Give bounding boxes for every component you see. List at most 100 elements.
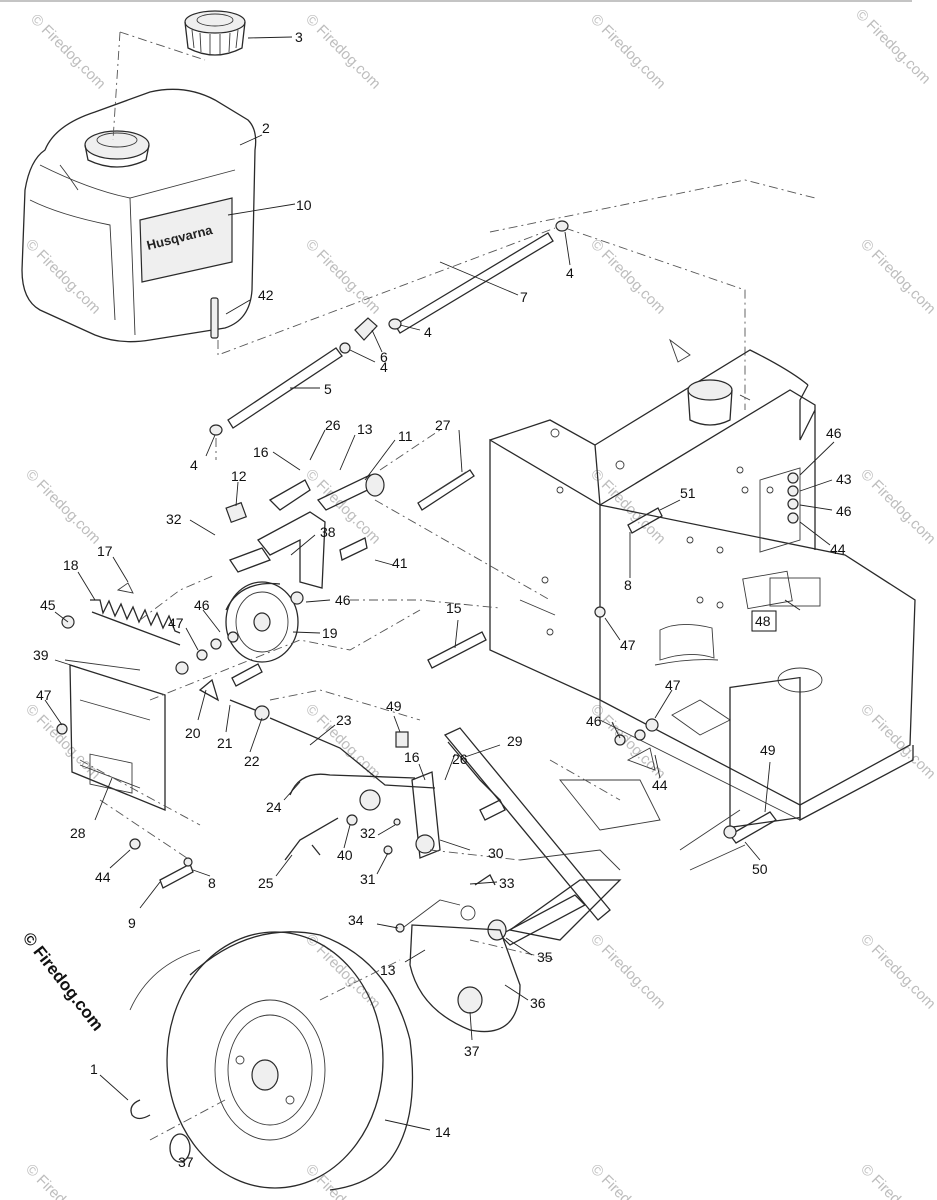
callout-37b: 37 <box>178 1154 194 1170</box>
fuel-lines <box>209 220 746 460</box>
callout-30: 30 <box>488 845 504 861</box>
callout-51: 51 <box>680 485 696 501</box>
callout-47a: 47 <box>168 615 184 631</box>
callout-17: 17 <box>97 543 113 559</box>
callout-43: 43 <box>836 471 852 487</box>
callout-5: 5 <box>324 381 332 397</box>
watermark-19: © Firedog.com <box>857 931 937 1013</box>
assembly-guides <box>139 429 621 961</box>
callout-39: 39 <box>33 647 49 663</box>
callout-19: 19 <box>322 625 338 641</box>
watermark-12: © Firedog.com <box>857 466 937 548</box>
callout-7: 7 <box>520 289 528 305</box>
callout-4d: 4 <box>190 457 198 473</box>
callout-11: 11 <box>398 428 413 444</box>
watermark-21: © Firedog.com <box>302 1161 384 1200</box>
callout-21: 21 <box>217 735 233 751</box>
callout-50: 50 <box>752 861 768 877</box>
callout-15: 15 <box>446 600 462 616</box>
watermark-group: © Firedog.com © Firedog.com © Firedog.co… <box>22 6 937 1200</box>
watermark-9: © Firedog.com <box>22 466 104 548</box>
callout-16b: 16 <box>404 749 420 765</box>
callout-48: 48 <box>755 613 771 629</box>
watermark-7: © Firedog.com <box>587 236 669 318</box>
callout-49a: 49 <box>386 698 402 714</box>
callout-26a: 26 <box>325 417 341 433</box>
callout-32b: 32 <box>360 825 376 841</box>
callout-48-box <box>751 610 777 632</box>
fuel-cap <box>184 10 246 56</box>
watermark-16: © Firedog.com <box>857 701 937 783</box>
callout-46d: 46 <box>826 425 842 441</box>
callout-44a: 44 <box>95 869 111 885</box>
callout-18: 18 <box>63 557 79 573</box>
callout-44b: 44 <box>652 777 668 793</box>
callout-10: 10 <box>296 197 312 213</box>
watermark-2: © Firedog.com <box>302 11 384 93</box>
callout-6: 6 <box>380 349 388 365</box>
watermark-17: © Firedog.com <box>302 931 384 1013</box>
callout-46c: 46 <box>586 713 602 729</box>
right-hardware <box>594 472 799 844</box>
watermark-3: © Firedog.com <box>587 11 669 93</box>
callout-28: 28 <box>70 825 86 841</box>
callout-1: 1 <box>90 1061 98 1077</box>
callout-14: 14 <box>435 1124 451 1140</box>
callout-2: 2 <box>262 120 270 136</box>
callout-4c: 4 <box>380 359 388 375</box>
callout-36: 36 <box>530 995 546 1011</box>
brand-text: © Firedog.com <box>19 929 107 1035</box>
callout-9: 9 <box>128 915 136 931</box>
chassis-frame <box>489 179 916 871</box>
idler-assembly <box>196 473 385 721</box>
callout-13b: 13 <box>380 962 396 978</box>
motion-bracket <box>411 727 661 946</box>
callout-32a: 32 <box>166 511 182 527</box>
fuel-tank: Husqvarna <box>21 88 257 343</box>
callout-42: 42 <box>258 287 274 303</box>
watermark-23: © Firedog.com <box>857 1161 937 1200</box>
callout-4a: 4 <box>566 265 574 281</box>
callout-8a: 8 <box>208 875 216 891</box>
callout-23: 23 <box>336 712 352 728</box>
watermark-6: © Firedog.com <box>302 236 384 318</box>
callout-33: 33 <box>499 875 515 891</box>
wheel <box>129 931 414 1191</box>
leader-lines <box>44 36 835 1163</box>
watermark-1: © Firedog.com <box>27 11 109 93</box>
callout-45: 45 <box>40 597 56 613</box>
callout-8b: 8 <box>624 577 632 593</box>
side-plate <box>56 659 201 861</box>
brake-disc <box>395 899 521 1033</box>
callout-24: 24 <box>266 799 282 815</box>
watermark-22: © Firedog.com <box>587 1161 669 1200</box>
callout-49b: 49 <box>760 742 776 758</box>
watermark-20: © Firedog.com <box>22 1161 104 1200</box>
callout-12: 12 <box>231 468 247 484</box>
watermark-8: © Firedog.com <box>857 236 937 318</box>
callout-22: 22 <box>244 753 260 769</box>
cap-guide <box>112 31 206 141</box>
callout-16a: 16 <box>253 444 269 460</box>
watermark-4: © Firedog.com <box>852 6 934 88</box>
callout-labels: 3 2 10 42 7 4 4 6 4 5 4 26 13 11 27 16 1… <box>33 29 852 1170</box>
callout-40: 40 <box>337 847 353 863</box>
callout-27: 27 <box>435 417 451 433</box>
watermark-13: © Firedog.com <box>22 701 104 783</box>
callout-47c: 47 <box>620 637 636 653</box>
callout-47d: 47 <box>665 677 681 693</box>
callout-35: 35 <box>537 949 553 965</box>
callout-46e: 46 <box>836 503 852 519</box>
callout-47b: 47 <box>36 687 52 703</box>
callout-3: 3 <box>295 29 303 45</box>
callout-34: 34 <box>348 912 364 928</box>
callout-44c: 44 <box>830 541 846 557</box>
callout-37a: 37 <box>464 1043 480 1059</box>
callout-26b: 26 <box>452 751 468 767</box>
callout-46b: 46 <box>335 592 351 608</box>
callout-38: 38 <box>320 524 336 540</box>
decal-area <box>769 577 821 607</box>
callout-20: 20 <box>185 725 201 741</box>
callout-41: 41 <box>392 555 408 571</box>
